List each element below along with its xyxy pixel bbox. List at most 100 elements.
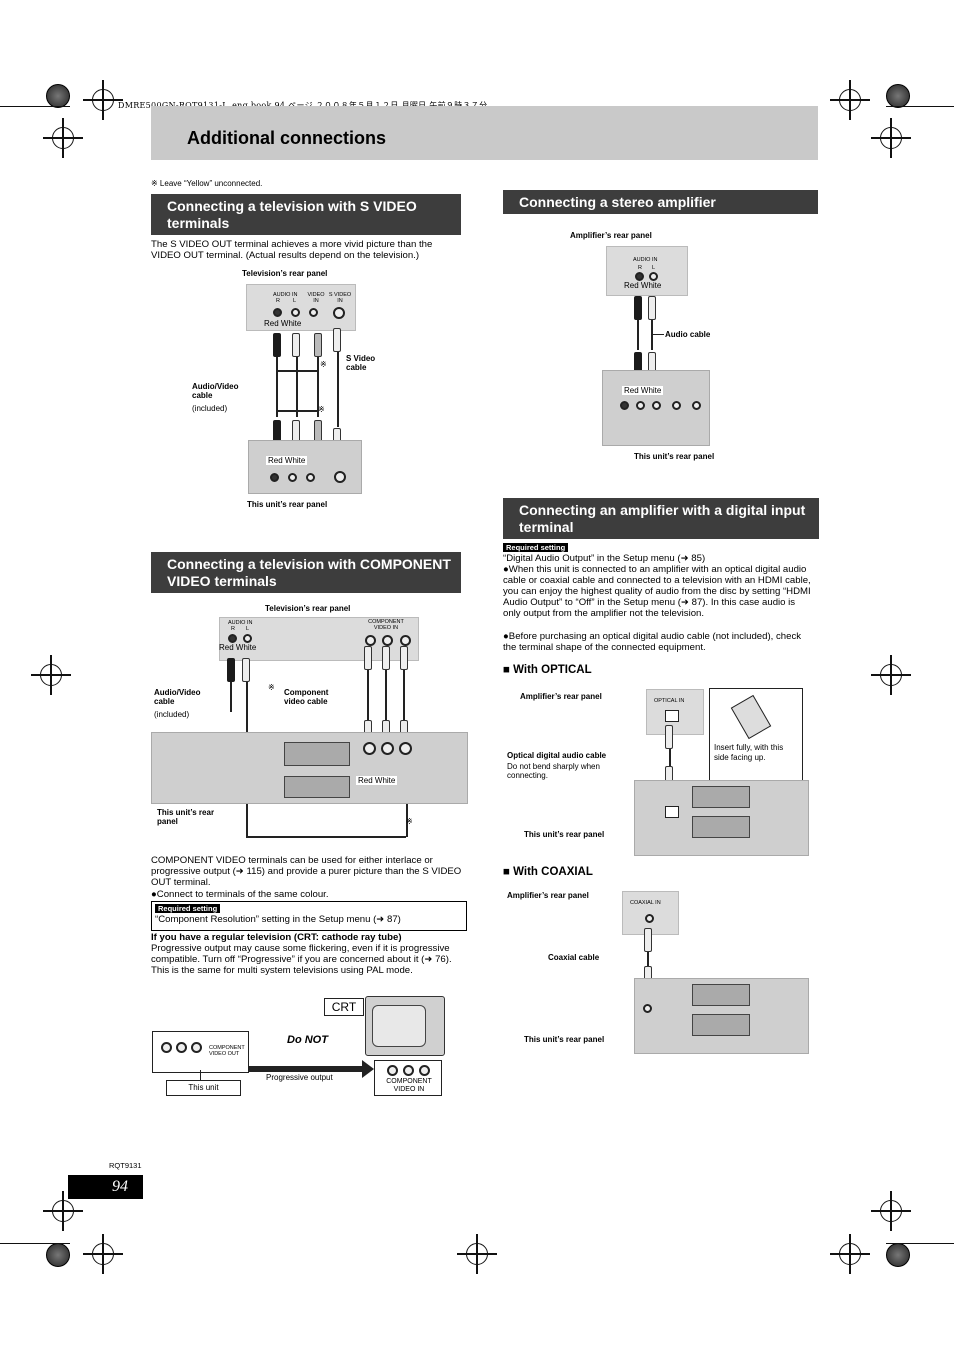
optical-cable	[669, 733, 671, 783]
audio-r-jack	[273, 308, 282, 317]
unit-jack	[191, 1042, 202, 1053]
coaxial-cable	[647, 952, 649, 974]
jack-label-s-video-in: S VIDEO IN	[328, 292, 352, 304]
registration-dot-bottom-left	[46, 1243, 70, 1267]
svideo-unit-panel-label: This unit’s rear panel	[247, 500, 328, 509]
unit-jack	[306, 473, 315, 482]
component-tv-panel-label: Television’s rear panel	[265, 604, 351, 613]
required-setting-badge: Required setting	[155, 904, 221, 913]
registration-mark	[31, 655, 71, 695]
stereo-amp-panel-label: Amplifier’s rear panel	[570, 231, 652, 240]
coaxial-unit-label: This unit’s rear panel	[524, 1035, 605, 1044]
audio-l-jack	[291, 308, 300, 317]
scart-connector	[692, 984, 750, 1006]
audio-r-jack	[228, 634, 237, 643]
svideo-tv-panel-label: Television’s rear panel	[242, 269, 328, 278]
svideo-tv-panel: AUDIO IN R L VIDEO IN S VIDEO IN	[246, 284, 356, 331]
cable	[651, 320, 653, 350]
y-jack	[365, 635, 376, 646]
tv-jack	[419, 1065, 430, 1076]
red-plug	[634, 352, 642, 376]
component-red-white-unit: Red White	[356, 776, 398, 785]
coaxial-amp-panel: COAXIAL IN	[622, 891, 679, 935]
unit-jack	[363, 742, 376, 755]
unit-jack	[270, 473, 279, 482]
jack-label-l: L	[246, 626, 250, 632]
cable	[367, 670, 369, 722]
component-unit-panel-label: This unit’s rear panel	[157, 808, 215, 826]
cable	[652, 334, 664, 335]
doc-code: RQT9131	[109, 1161, 142, 1170]
optical-amp-label: Amplifier’s rear panel	[520, 692, 602, 701]
red-plug	[634, 296, 642, 320]
registration-mark	[83, 80, 123, 120]
jack-label-video-in: VIDEO IN	[307, 292, 325, 304]
audio-l-jack	[649, 272, 658, 281]
svideo-red-white-tv: Red White	[264, 319, 302, 328]
tv-input-box: COMPONENT VIDEO IN	[374, 1060, 442, 1096]
section-heading-component: Connecting a television with COMPONENT V…	[151, 552, 461, 593]
cable	[337, 352, 339, 427]
component-av-cable-label: Audio/Video cable	[154, 688, 201, 706]
coaxial-heading: ■ With COAXIAL	[503, 866, 593, 878]
svideo-unit-panel	[248, 440, 362, 494]
arrow-head	[362, 1060, 374, 1078]
coaxial-cable-label: Coaxial cable	[548, 953, 600, 962]
red-plug	[273, 420, 281, 444]
arrow-shaft	[248, 1066, 364, 1072]
audio-cable-label: Audio cable	[665, 330, 711, 339]
unit-jack	[672, 401, 681, 410]
registration-dot-top-right	[886, 84, 910, 108]
page-number: 94	[112, 1178, 128, 1195]
red-plug	[273, 333, 281, 357]
crop-line	[0, 106, 70, 107]
asterisk: ※	[318, 405, 325, 414]
asterisk: ※	[320, 360, 327, 369]
cable	[296, 357, 298, 417]
cable	[406, 800, 408, 837]
section-heading-svideo: Connecting a television with S VIDEO ter…	[151, 194, 461, 235]
crt-label: CRT	[324, 998, 364, 1016]
optical-jack	[665, 710, 679, 722]
registration-mark	[871, 1191, 911, 1231]
file-line: DMRE500GN-RQT9131-L_eng.book 94 ページ ２００８…	[118, 100, 487, 111]
registration-mark	[457, 1234, 497, 1274]
unit-jack	[692, 401, 701, 410]
crt-screen	[372, 1005, 426, 1047]
component-plug	[364, 646, 372, 670]
page-number-box	[68, 1175, 143, 1199]
crop-line	[886, 106, 954, 107]
section-heading-stereo: Connecting a stereo amplifier	[503, 190, 818, 214]
section-heading-digital: Connecting an amplifier with a digital i…	[503, 498, 819, 539]
registration-mark	[43, 118, 83, 158]
cable	[276, 410, 319, 412]
unit-jack	[176, 1042, 187, 1053]
jack-label-audio-in: AUDIO IN	[273, 292, 298, 298]
white-plug	[242, 658, 250, 682]
registration-mark	[830, 1234, 870, 1274]
jack-label-r: R	[276, 298, 280, 304]
component-video-out-label: COMPONENT VIDEO OUT	[209, 1045, 245, 1057]
optical-unit-label: This unit’s rear panel	[524, 830, 605, 839]
scart-connector	[692, 786, 750, 808]
crop-line	[0, 1243, 70, 1244]
this-unit-label: This unit	[166, 1080, 241, 1096]
registration-mark	[871, 655, 911, 695]
unit-connector-line	[200, 1070, 201, 1081]
cable	[276, 370, 319, 372]
cable	[317, 357, 319, 417]
digital-required-text: “Digital Audio Output” in the Setup menu…	[503, 553, 706, 564]
component-plug	[400, 646, 408, 670]
cable	[403, 670, 405, 722]
asterisk: ※	[268, 683, 275, 692]
coaxial-out-jack	[643, 1004, 652, 1013]
optical-cable-label: Optical digital audio cable	[507, 751, 607, 760]
s-video-plug	[333, 328, 341, 352]
crt-tv	[365, 996, 445, 1056]
white-plug	[292, 333, 300, 357]
registration-mark	[43, 1191, 83, 1231]
red-plug	[227, 658, 235, 682]
coaxial-plug	[644, 928, 652, 952]
registration-mark	[83, 1234, 123, 1274]
coaxial-amp-label: Amplifier’s rear panel	[507, 891, 589, 900]
